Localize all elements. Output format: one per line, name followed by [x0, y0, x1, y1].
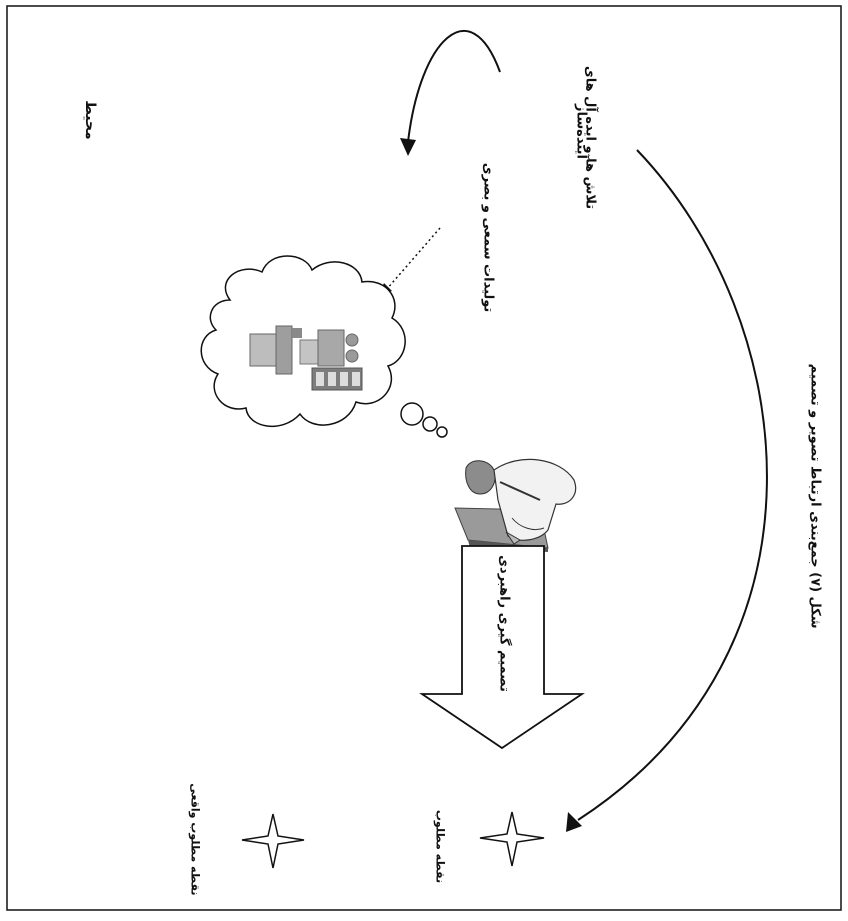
four-point-star-icon [479, 811, 545, 867]
person-at-desk-icon [454, 458, 577, 552]
desired-point-label: نقطه مطلوب [433, 809, 447, 884]
av-products-label: تولیدات سمعی و بصری [480, 162, 496, 313]
strategic-decision-label: تصمیم گیری راهبردی [496, 555, 512, 692]
media-equipment-icon [249, 325, 363, 391]
strategic-decision-arrow [419, 545, 585, 750]
dotted-arrow [378, 227, 441, 296]
four-point-star-icon [241, 813, 305, 869]
top-curved-arrow [400, 29, 501, 156]
figure-caption: شکل (۷) جمع‌بندی ارتباط تصویر و تصمیم [807, 363, 823, 629]
environment-label: محیط [82, 100, 98, 140]
frame-border [6, 5, 842, 911]
efforts-ideals-label-2: آینده‌ساز [573, 104, 589, 159]
desired-point-real-label: نقطه مطلوب واقعی [188, 783, 202, 896]
big-curved-arrow [566, 149, 768, 832]
